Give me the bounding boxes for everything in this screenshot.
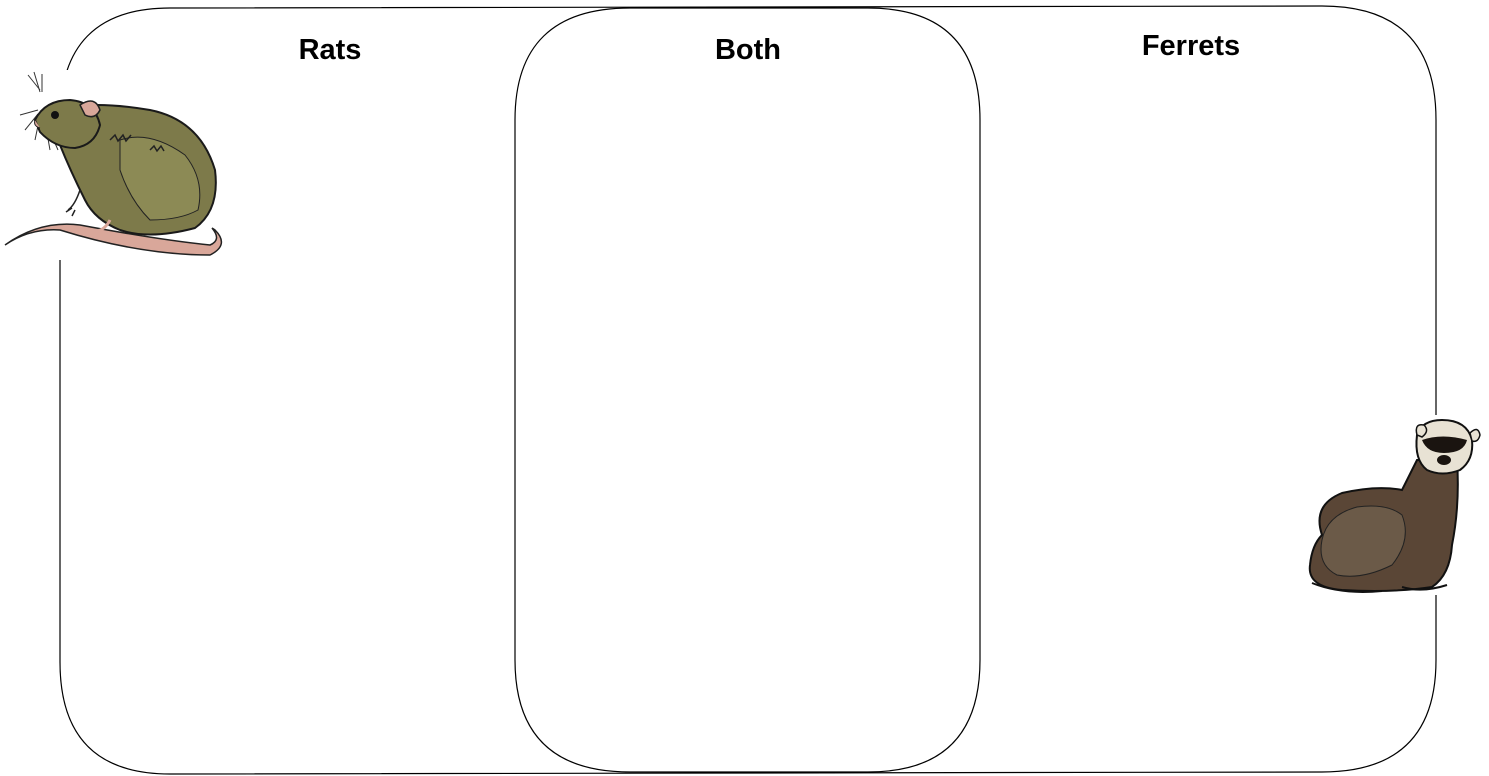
both-heading: Both [638,34,858,67]
ferret-icon [1282,415,1489,595]
rats-heading: Rats [220,34,440,67]
outer-region-outline [60,6,1436,774]
ferrets-heading: Ferrets [1081,30,1301,63]
middle-region-outline [515,8,980,772]
rat-icon [0,70,240,260]
